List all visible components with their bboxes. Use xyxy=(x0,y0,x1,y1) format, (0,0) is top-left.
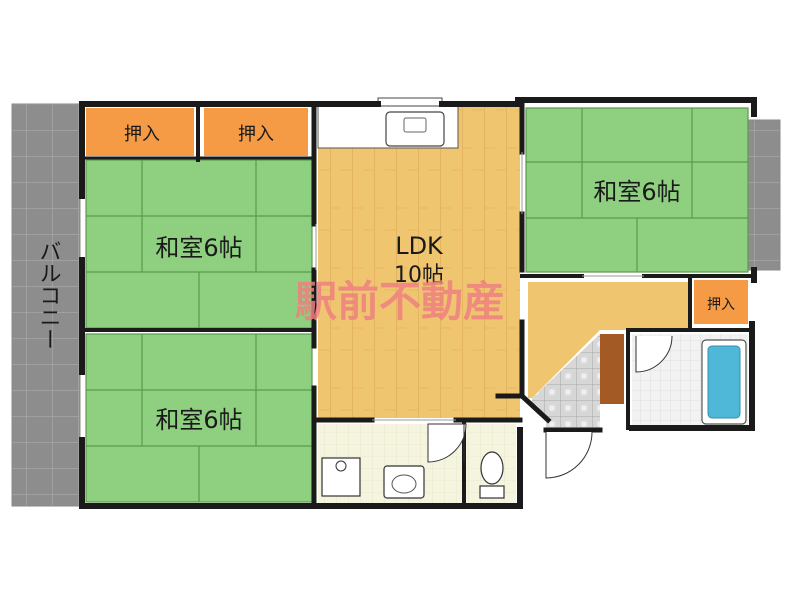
hallway-floor xyxy=(528,282,688,330)
right-balcony xyxy=(747,119,781,271)
room-label-tatami-top: 和室6帖 xyxy=(155,234,242,262)
tatami-room-top xyxy=(85,159,313,329)
balcony-label: バルコニー xyxy=(36,240,61,350)
closet-label-top-left: 押入 xyxy=(124,124,160,145)
room-label-ldk-size: 10帖 xyxy=(394,263,444,288)
hallway-lower xyxy=(528,330,600,398)
toilet xyxy=(479,451,505,499)
balcony xyxy=(11,103,81,507)
closet-right xyxy=(694,280,748,324)
walls xyxy=(79,97,757,509)
room-label-tatami-bottom: 和室6帖 xyxy=(155,406,242,434)
kitchen-sink xyxy=(385,111,445,147)
closet-label-top-middle: 押入 xyxy=(238,124,274,145)
room-label-ldk: LDK xyxy=(395,232,444,260)
shoe-rack xyxy=(600,334,624,404)
closet-top-middle xyxy=(204,108,308,156)
doors xyxy=(315,152,673,479)
entrance-tile xyxy=(532,334,600,430)
wash-basin xyxy=(383,465,425,499)
watermark-text: 駅前不動産 xyxy=(295,277,505,326)
closet-label-right: 押入 xyxy=(707,297,735,313)
tatami-room-bottom xyxy=(85,333,313,503)
room-label-tatami-right: 和室6帖 xyxy=(593,178,680,206)
closet-top-left xyxy=(86,108,194,156)
ldk-floor xyxy=(318,106,520,418)
tatami-room-right xyxy=(525,107,749,273)
